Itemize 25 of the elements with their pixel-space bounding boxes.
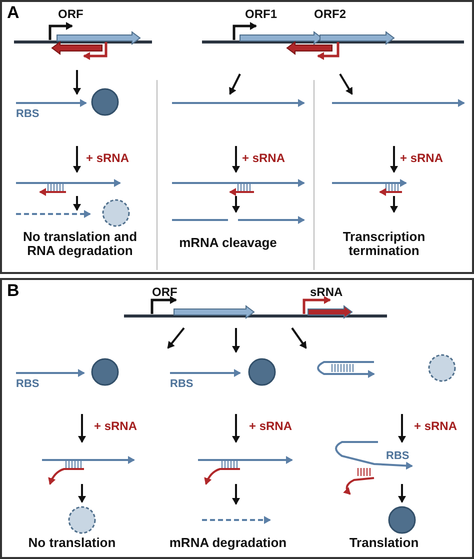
step-label: + sRNA [86, 152, 130, 166]
outcome-label: mRNA cleavage [178, 236, 278, 250]
rbs-label: RBS [170, 378, 194, 390]
outcome-label: Translation [348, 536, 420, 550]
outcome-label: mRNA degradation [168, 536, 288, 550]
outcome-label: Transcription termination [342, 230, 426, 259]
outcome-label: No translation and RNA degradation [22, 230, 138, 259]
gene-label: sRNA [310, 286, 343, 300]
gene-label: ORF [152, 286, 178, 300]
rbs-label: RBS [386, 450, 410, 462]
gene-label: ORF1 [245, 8, 278, 22]
panel-frame [0, 278, 474, 559]
panel-letter: B [7, 281, 20, 301]
step-label: + sRNA [242, 152, 286, 166]
step-label: + sRNA [414, 420, 458, 434]
rbs-label: RBS [16, 378, 40, 390]
panel-letter: A [7, 3, 20, 23]
step-label: + sRNA [94, 420, 138, 434]
step-label: + sRNA [400, 152, 444, 166]
gene-label: ORF [58, 8, 84, 22]
outcome-label: No translation [27, 536, 117, 550]
gene-label: ORF2 [314, 8, 346, 22]
rbs-label: RBS [16, 108, 40, 120]
step-label: + sRNA [249, 420, 292, 434]
panel-frame [0, 0, 474, 274]
